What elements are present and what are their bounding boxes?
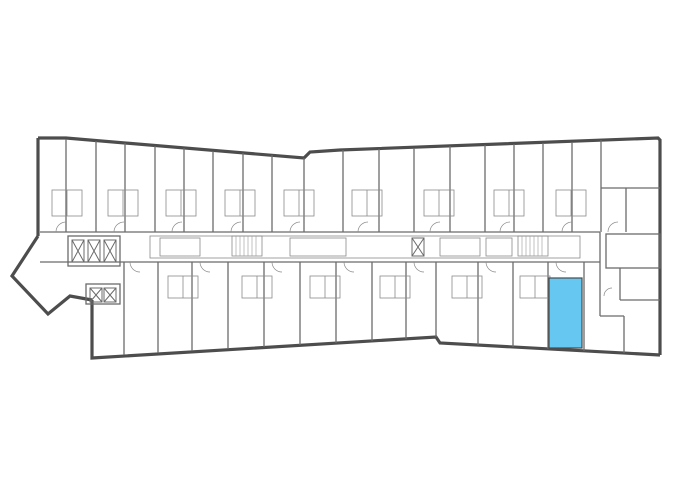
top-doors (55, 221, 619, 233)
stairs (231, 235, 549, 257)
top-bathrooms (51, 189, 587, 217)
highlighted-unit[interactable] (548, 277, 583, 349)
bottom-unit-walls (123, 232, 625, 355)
corridor (40, 231, 600, 263)
top-unit-walls (65, 139, 660, 232)
bottom-bathrooms (167, 275, 551, 299)
service-rooms (159, 237, 513, 257)
east-rooms (603, 233, 661, 301)
bottom-doors (129, 261, 567, 273)
elevator-core (67, 235, 425, 305)
